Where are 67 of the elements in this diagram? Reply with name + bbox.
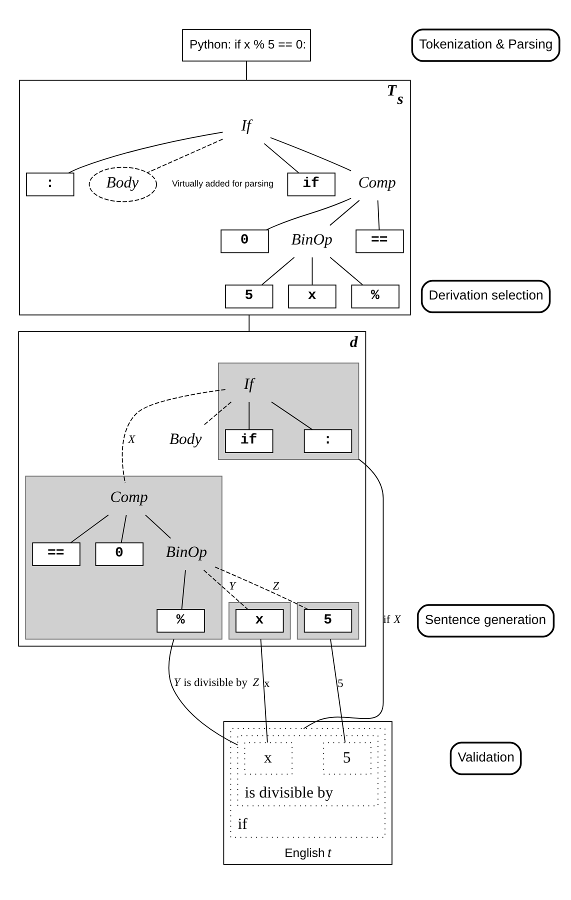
edge-label: Y is divisible by Z [174,676,259,689]
node-text: BinOp [291,230,332,248]
connector [261,256,295,285]
node-ellipse: Body [88,166,157,202]
node-box: Validation [450,741,522,775]
node-box: == [356,228,404,253]
node-box: x [236,608,284,632]
connector [260,638,268,742]
connector [248,314,250,332]
connector [70,514,109,543]
node-label: Virtually added for parsing [172,178,274,188]
connector [214,566,308,610]
connector [330,638,346,742]
node-box: % [351,284,400,308]
node-text: Comp [358,174,396,191]
connector [303,458,384,729]
node-box: 5 [323,742,372,774]
node-box: x [244,742,293,774]
cluster [25,475,222,640]
connector [145,514,172,538]
connector [248,401,250,430]
cluster [218,362,360,460]
edge-label: 5 [338,677,344,690]
connector [122,388,226,483]
connector [270,136,352,171]
connector [147,138,224,173]
node-text: If [244,375,254,392]
connector [271,401,313,430]
connector [330,199,360,226]
node-box: : [304,428,352,452]
node-box: 0 [220,228,269,253]
node-text: If [241,117,251,134]
edge-label: if X [383,613,401,626]
connector [264,142,300,173]
connector [181,569,186,610]
edge-label: Z [272,580,280,592]
connector [203,569,248,610]
node-text: BinOp [166,544,208,561]
edge-label: x [264,677,270,690]
node-box: == [32,542,80,566]
node-box: : [26,172,74,196]
node-box: Tokenization & Parsing [411,28,560,62]
connector [168,638,238,745]
node-box: 5 [225,284,274,308]
connector [120,514,127,542]
connector [266,197,352,230]
node-box: 5 [304,608,352,632]
node-box: % [156,608,205,632]
node-box: x [288,284,336,308]
connector [246,60,247,80]
node-box: Python: if x % 5 == 0: [182,28,311,61]
cluster [296,601,360,640]
node-box: 0 [95,542,144,566]
node-box: if [225,428,274,452]
node-box: if [287,172,336,196]
connector [377,199,380,230]
connector [312,256,313,285]
node-text: Comp [110,488,148,506]
connector [203,401,232,426]
edge-label: Y [228,580,236,592]
node-text: Body [169,430,202,448]
edge-label: X [128,434,136,446]
connector [330,256,364,285]
node-box: Derivation selection [420,279,551,313]
node-box: Sentence generation [416,604,555,637]
cluster [228,601,291,640]
connector [68,131,224,173]
